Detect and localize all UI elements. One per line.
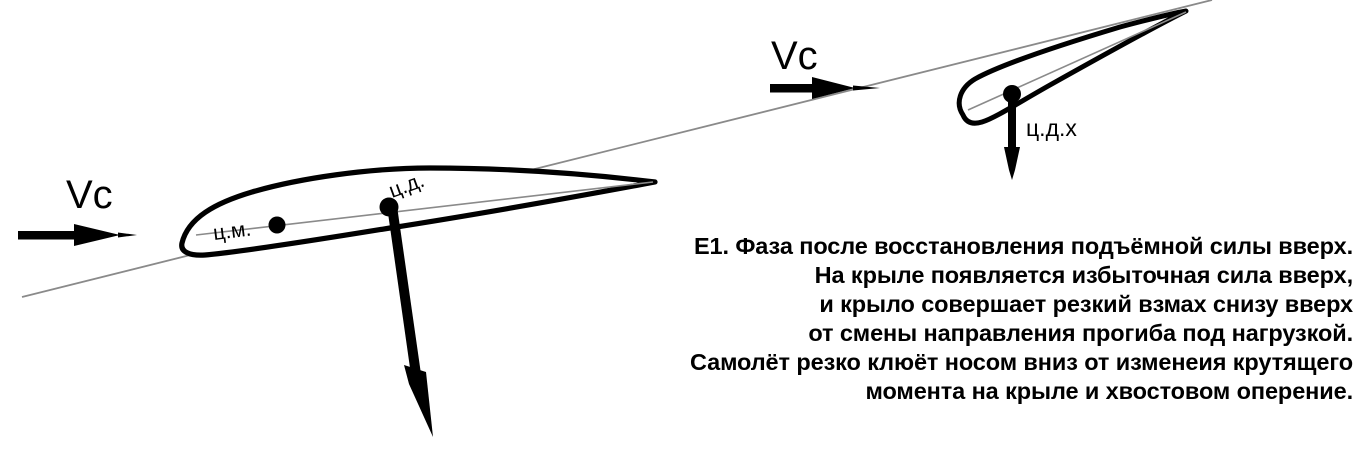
caption-text-block: E1. Фаза после восстановления подъёмной …	[563, 232, 1353, 406]
main-wing-airfoil	[179, 165, 658, 258]
center-of-mass-dot	[268, 216, 286, 234]
caption-line-3: и крыло совершает резкий взмах снизу вве…	[819, 291, 1353, 317]
tail-chord-line	[967, 11, 1187, 111]
flow-arrow-wing	[18, 224, 137, 246]
caption-line-6: момента на крыле и хвостовом оперение.	[865, 378, 1354, 404]
flow-label-tail: Vc	[771, 34, 818, 78]
flow-label-wing: Vc	[66, 173, 113, 217]
tail-center-of-pressure-label: ц.д.х	[1026, 115, 1077, 141]
caption-line-5: Самолёт резко клюёт носом вниз от измене…	[689, 349, 1353, 375]
tail-force-arrow-down	[1004, 93, 1020, 180]
caption-line-4: от смены направления прогиба под нагрузк…	[808, 320, 1353, 346]
main-wing-outline	[179, 165, 658, 258]
horizontal-tail-airfoil	[956, 8, 1189, 126]
wing-force-arrow-down	[387, 206, 433, 437]
flow-arrow-tail	[770, 77, 880, 99]
caption-line-1: E1. Фаза после восстановления подъёмной …	[693, 233, 1353, 259]
center-of-mass-label: ц.м.	[212, 217, 253, 244]
caption-line-2: На крыле появляется избыточная сила ввер…	[814, 262, 1353, 288]
